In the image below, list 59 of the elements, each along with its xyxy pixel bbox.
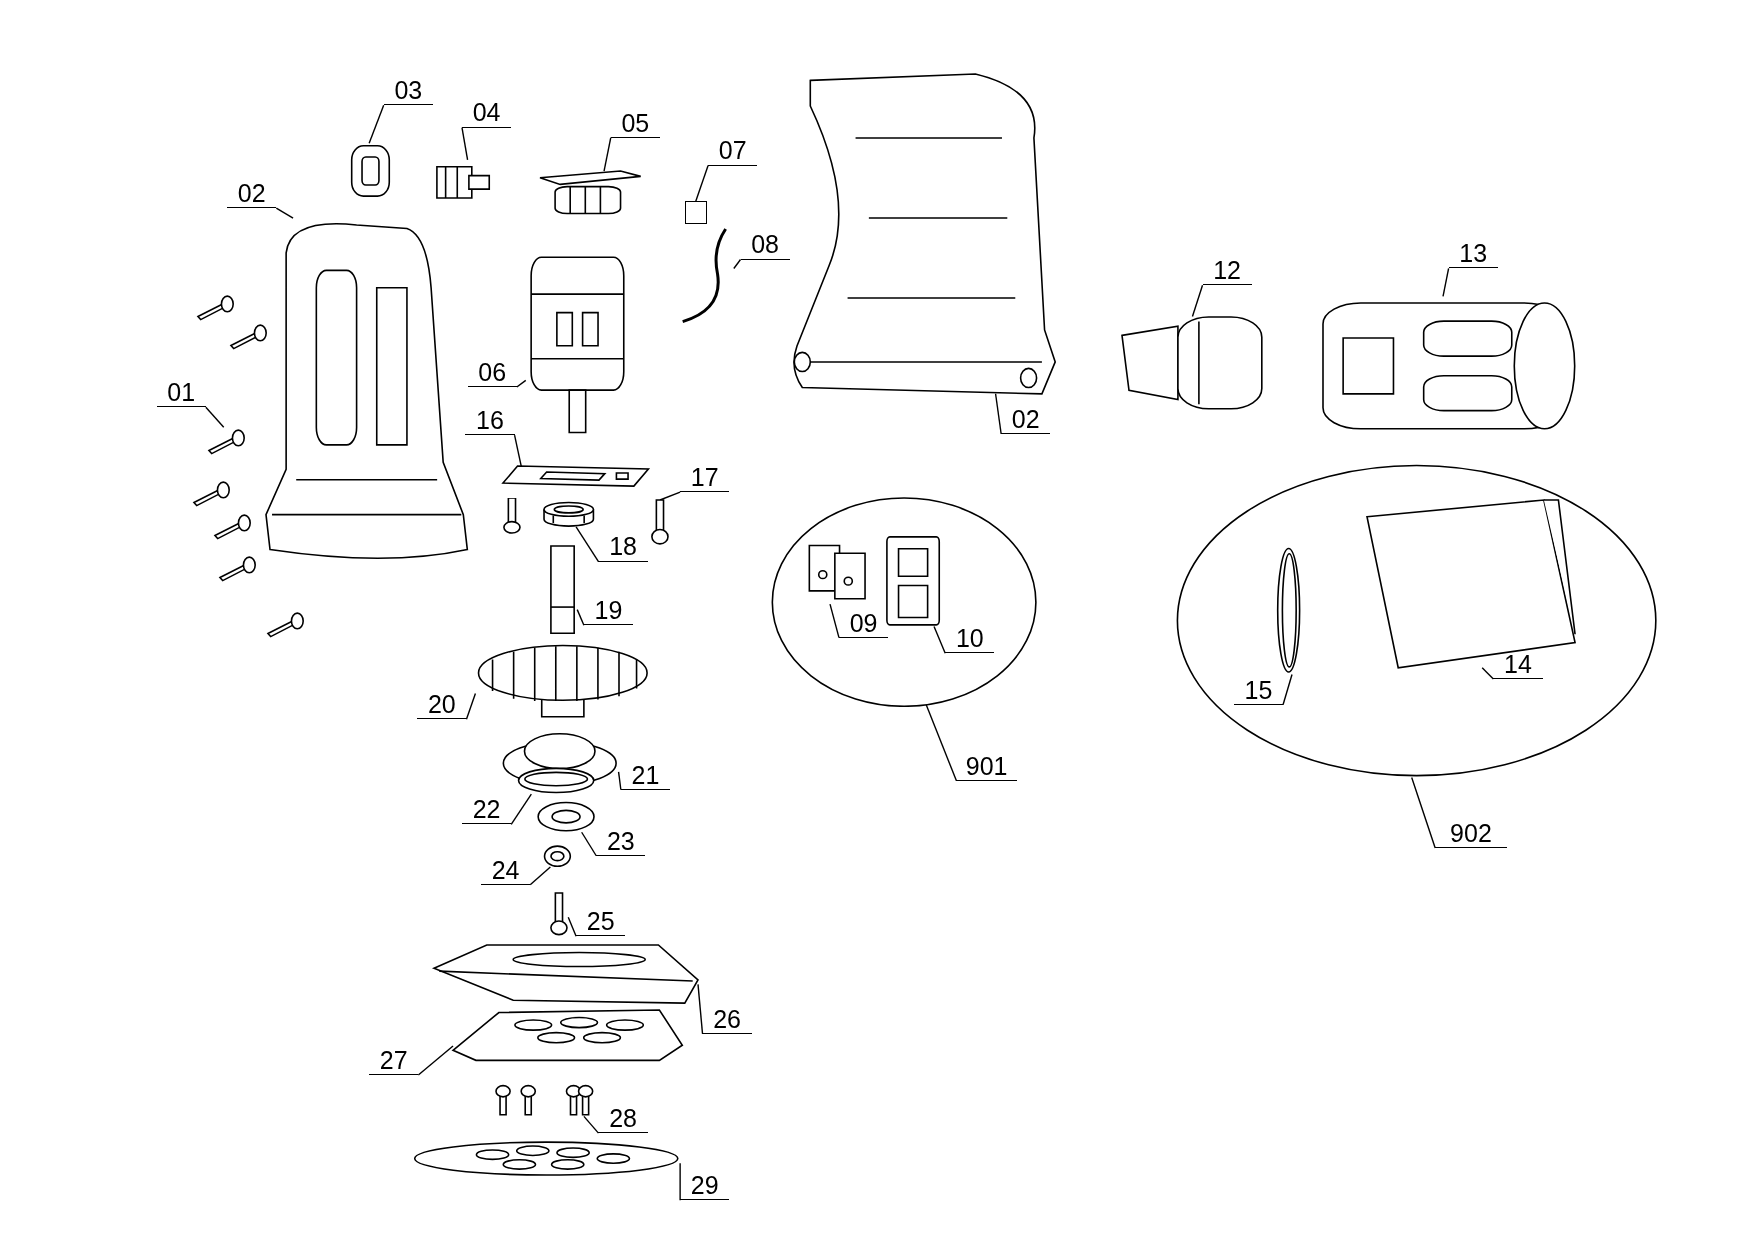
leader-line — [529, 866, 552, 886]
leader-line — [368, 104, 385, 144]
leader-line — [575, 526, 600, 563]
callout-number: 25 — [576, 907, 626, 937]
callout-number: 10 — [945, 624, 995, 654]
callout-number: 15 — [1233, 675, 1284, 705]
leader-line — [576, 608, 585, 626]
callout-number: 19 — [583, 596, 634, 626]
leader-line — [1481, 667, 1495, 680]
callout-number: 18 — [598, 532, 648, 562]
leader-line — [580, 831, 597, 857]
callout-number: 16 — [465, 406, 515, 436]
leader-line — [583, 1115, 600, 1134]
callout-number: 13 — [1448, 239, 1498, 269]
leader-line — [465, 692, 477, 720]
leader-line — [603, 136, 612, 172]
leader-line — [829, 603, 840, 639]
leader-line — [461, 126, 469, 161]
callout-number: 901 — [956, 751, 1017, 781]
callout-number: 17 — [680, 463, 730, 493]
callout-number: 26 — [702, 1004, 752, 1034]
callout-number: 22 — [462, 795, 512, 825]
callout-number: 29 — [680, 1171, 730, 1201]
leader-line — [695, 164, 709, 203]
leader-line — [933, 625, 946, 654]
callout-number: 02 — [227, 178, 277, 209]
callout-number: 05 — [610, 108, 660, 138]
callout-number: 07 — [708, 136, 758, 166]
callout-number: 20 — [417, 690, 467, 720]
leader-line — [1282, 673, 1293, 706]
leader-line — [516, 379, 527, 388]
leader-line — [1442, 267, 1450, 298]
callout-number: 08 — [740, 230, 790, 260]
leader-line — [513, 434, 522, 468]
callout-number: 02 — [1001, 404, 1051, 434]
leader-line — [510, 793, 533, 826]
callout-number: 03 — [383, 76, 433, 106]
callout-number: 06 — [467, 357, 517, 388]
leader-line — [617, 771, 622, 791]
callout-number: 24 — [481, 855, 531, 885]
callout-number: 902 — [1435, 818, 1507, 848]
leader-line — [925, 704, 958, 782]
callout-number: 28 — [598, 1104, 648, 1134]
leader-line — [733, 258, 742, 270]
callout-number: 27 — [369, 1045, 419, 1075]
callout-number: 23 — [596, 826, 646, 856]
leader-line — [697, 983, 704, 1035]
leader-line — [417, 1045, 454, 1076]
leader-line — [205, 406, 225, 428]
callout-number: 12 — [1202, 256, 1252, 286]
leader-line — [1191, 284, 1204, 318]
callout-number: 01 — [156, 378, 206, 408]
callout-number: 21 — [620, 760, 671, 790]
leader-line — [1411, 776, 1436, 849]
leader-line — [275, 207, 294, 219]
leader-line — [679, 1162, 681, 1201]
leader-line — [994, 393, 1002, 435]
callout-number: 04 — [462, 98, 512, 128]
leader-line — [567, 916, 577, 937]
